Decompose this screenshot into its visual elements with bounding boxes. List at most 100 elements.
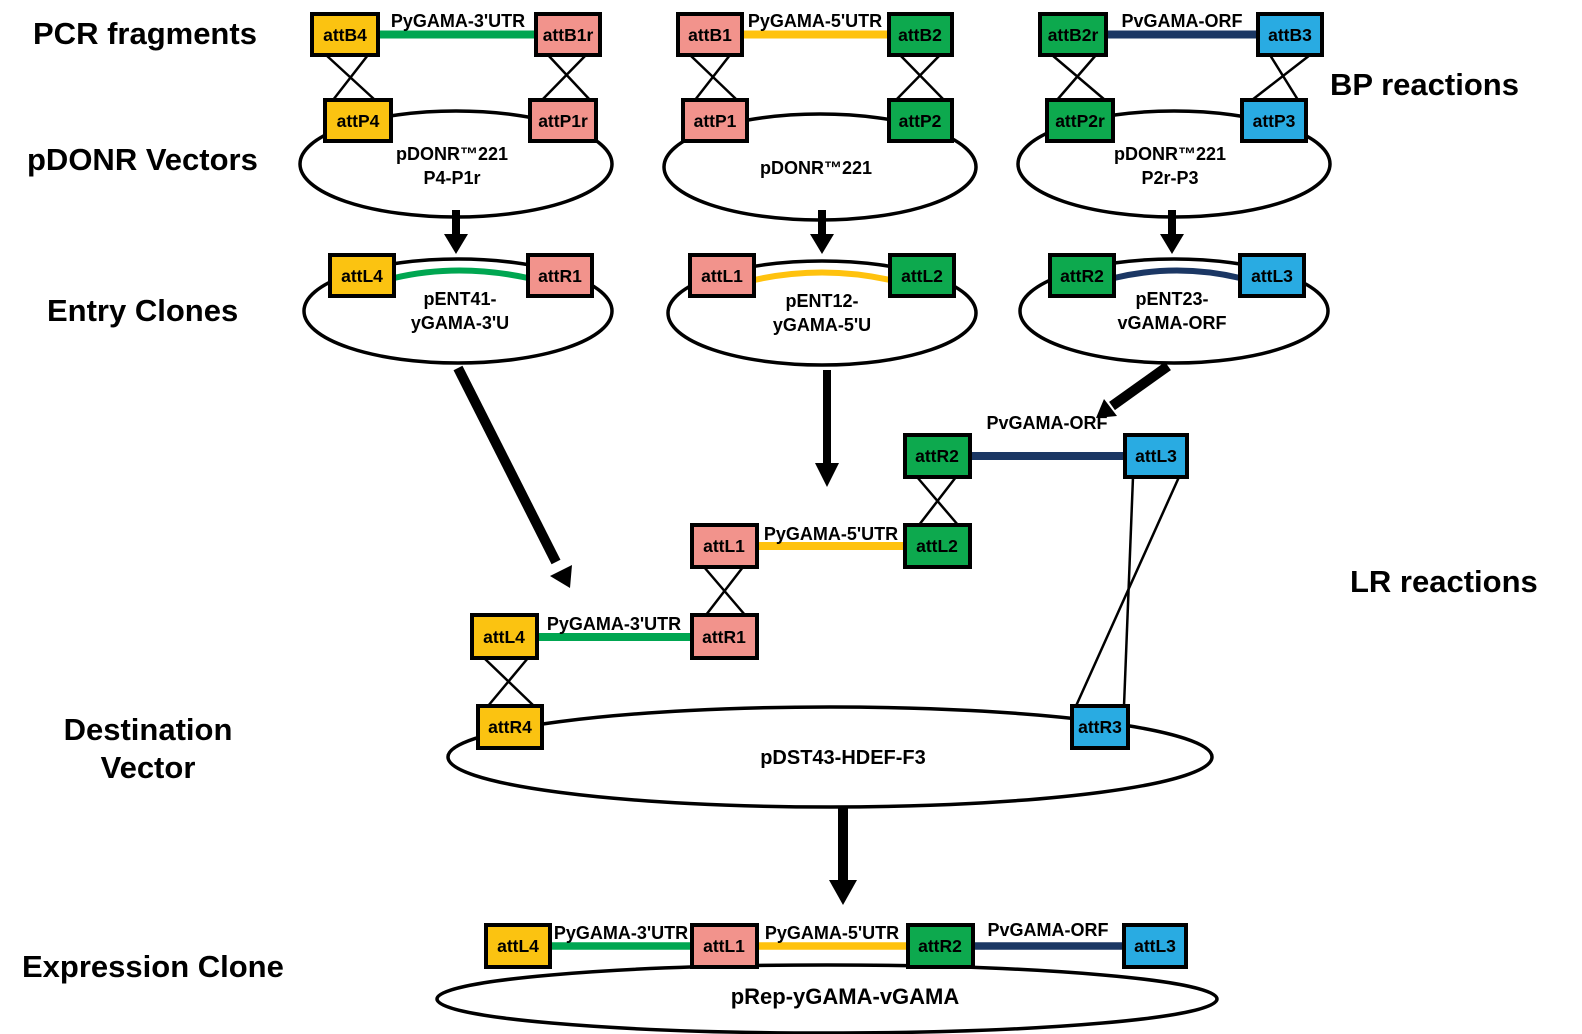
- site-box-attL4: [328, 253, 396, 298]
- pcr-fragment-3: PvGAMA-ORF attB2r attB3: [1038, 11, 1324, 57]
- gene-label-5utr: PyGAMA-5'UTR: [748, 11, 882, 31]
- site-box-attL2-lr: [903, 523, 972, 569]
- label-destination-vector-line2: Vector: [101, 750, 196, 785]
- bp-cross-connectors: [325, 54, 1311, 101]
- site-box-attL3: [1238, 253, 1306, 298]
- site-label-attL1: attL1: [701, 266, 743, 286]
- site-label-attB1r: attB1r: [543, 25, 594, 45]
- lr-fragment-3utr: PyGAMA-3'UTR attL4 attR1: [470, 613, 759, 660]
- site-label-attR2: attR2: [1060, 266, 1104, 286]
- gene-label-orf-lr: PvGAMA-ORF: [987, 413, 1108, 433]
- cross-line: [487, 657, 529, 707]
- arrowhead-lr-3: [1096, 399, 1117, 418]
- site-box-attP3: [1240, 98, 1308, 143]
- arrow-lr-3: [1109, 361, 1171, 411]
- bp-arrows: [444, 210, 1184, 254]
- label-lr-reactions: LR reactions: [1350, 564, 1538, 599]
- site-box-attL3-lr: [1123, 433, 1189, 479]
- pdonr-vector-1: attP4 attP1r pDONR™221 P4-P1r: [298, 98, 614, 219]
- site-label-attL4: attL4: [341, 266, 383, 286]
- site-label-attL3-lr: attL3: [1135, 446, 1177, 466]
- label-destination-vector-line1: Destination: [64, 712, 233, 747]
- gene-label-5utr-lr: PyGAMA-5'UTR: [764, 524, 898, 544]
- label-pdonr-vectors: pDONR Vectors: [27, 142, 258, 177]
- site-box-attL4-lr: [470, 613, 539, 660]
- site-box-attP1: [681, 98, 749, 143]
- plasmid-label-pent12-line1: pENT12-: [785, 291, 858, 311]
- site-box-attP1r: [528, 98, 598, 143]
- site-label-attP2r: attP2r: [1055, 111, 1105, 131]
- site-box-attR2-lr: [903, 433, 972, 479]
- site-box-attL1-exp: [690, 923, 759, 969]
- cross-line: [899, 54, 945, 101]
- lr-cross-l4-r4: [483, 657, 535, 707]
- plasmid-label-pent12-line2: yGAMA-5'U: [773, 315, 871, 335]
- site-label-attR4: attR4: [488, 717, 532, 737]
- site-label-attR3: attR3: [1078, 717, 1122, 737]
- plasmid-label-pdonr-p2rp3-line2: P2r-P3: [1141, 168, 1198, 188]
- entry-clone-3: attR2 attL3 pENT23- vGAMA-ORF: [1018, 253, 1330, 365]
- site-box-attB3: [1256, 12, 1324, 57]
- cross-line: [547, 54, 591, 101]
- insert-arc-3utr: [393, 267, 529, 281]
- pcr-fragment-2: PyGAMA-5'UTR attB1 attB2: [676, 11, 954, 57]
- pdonr-vector-3: attP2r attP3 pDONR™221 P2r-P3: [1016, 98, 1332, 219]
- site-box-attR1-lr: [690, 613, 759, 660]
- cross-line: [1051, 54, 1106, 101]
- plasmid-label-expression: pRep-yGAMA-vGAMA: [731, 984, 960, 1009]
- site-label-attL2: attL2: [901, 266, 943, 286]
- plasmid-circle-expression: [435, 963, 1219, 1034]
- site-box-attB2: [887, 12, 954, 57]
- cross-line: [1268, 54, 1300, 101]
- entry-clone-1: attL4 attR1 pENT41- yGAMA-3'U: [302, 253, 614, 365]
- lr-cross-l3-r3: [1074, 476, 1181, 707]
- site-label-attB3: attB3: [1268, 25, 1312, 45]
- cross-line: [1074, 476, 1181, 707]
- site-box-attL1: [688, 253, 756, 298]
- site-box-attB1: [676, 12, 744, 57]
- gene-label-orf-exp: PvGAMA-ORF: [988, 920, 1109, 940]
- site-box-attR2-exp: [906, 923, 975, 969]
- site-label-attL2-lr: attL2: [916, 536, 958, 556]
- arrowhead-bp-2: [810, 234, 834, 254]
- site-label-attP2: attP2: [899, 111, 942, 131]
- cross-line: [541, 54, 587, 101]
- site-box-attR2: [1048, 253, 1116, 298]
- entry-clone-2: attL1 attL2 pENT12- yGAMA-5'U: [666, 253, 978, 367]
- arrowhead-bp-1: [444, 234, 468, 254]
- label-entry-clones: Entry Clones: [47, 293, 238, 328]
- pcr-fragment-1: PyGAMA-3'UTR attB4 attB1r: [310, 11, 602, 57]
- site-label-attB2r: attB2r: [1048, 25, 1099, 45]
- plasmid-label-pdonr-p2rp3-line1: pDONR™221: [1114, 144, 1226, 164]
- final-arrow: [829, 806, 857, 905]
- plasmid-label-pdonr-221: pDONR™221: [760, 158, 872, 178]
- pdonr-vector-2: attP1 attP2 pDONR™221: [662, 98, 978, 222]
- site-box-attL4-exp: [484, 923, 552, 969]
- gene-label-3utr-exp: PyGAMA-3'UTR: [554, 923, 688, 943]
- site-box-attP2r: [1045, 98, 1115, 143]
- site-box-attR1: [526, 253, 594, 298]
- site-label-attL1-lr: attL1: [703, 536, 745, 556]
- site-label-attR2-lr: attR2: [915, 446, 959, 466]
- gene-label-orf: PvGAMA-ORF: [1122, 11, 1243, 31]
- site-box-attB1r: [534, 12, 602, 57]
- site-label-attP4: attP4: [337, 111, 380, 131]
- plasmid-label-pdonr-p4p1r-line2: P4-P1r: [423, 168, 480, 188]
- site-label-attL3: attL3: [1251, 266, 1293, 286]
- cross-line: [332, 54, 369, 101]
- site-box-attP2: [887, 98, 954, 143]
- destination-vector: attR4 attR3 pDST43-HDEF-F3: [446, 704, 1214, 809]
- site-label-attB2: attB2: [898, 25, 942, 45]
- arrowhead-expression: [829, 880, 857, 905]
- site-box-attP4: [323, 98, 393, 143]
- cross-line: [1056, 54, 1097, 101]
- lr-fragment-5utr: PyGAMA-5'UTR attL1 attL2: [690, 523, 972, 569]
- site-label-attR1-lr: attR1: [702, 627, 746, 647]
- site-box-attL2: [888, 253, 956, 298]
- site-label-attL4-exp: attL4: [497, 936, 539, 956]
- gene-label-3utr: PyGAMA-3'UTR: [391, 11, 525, 31]
- label-expression-clone: Expression Clone: [22, 949, 284, 984]
- site-label-attL4-lr: attL4: [483, 627, 525, 647]
